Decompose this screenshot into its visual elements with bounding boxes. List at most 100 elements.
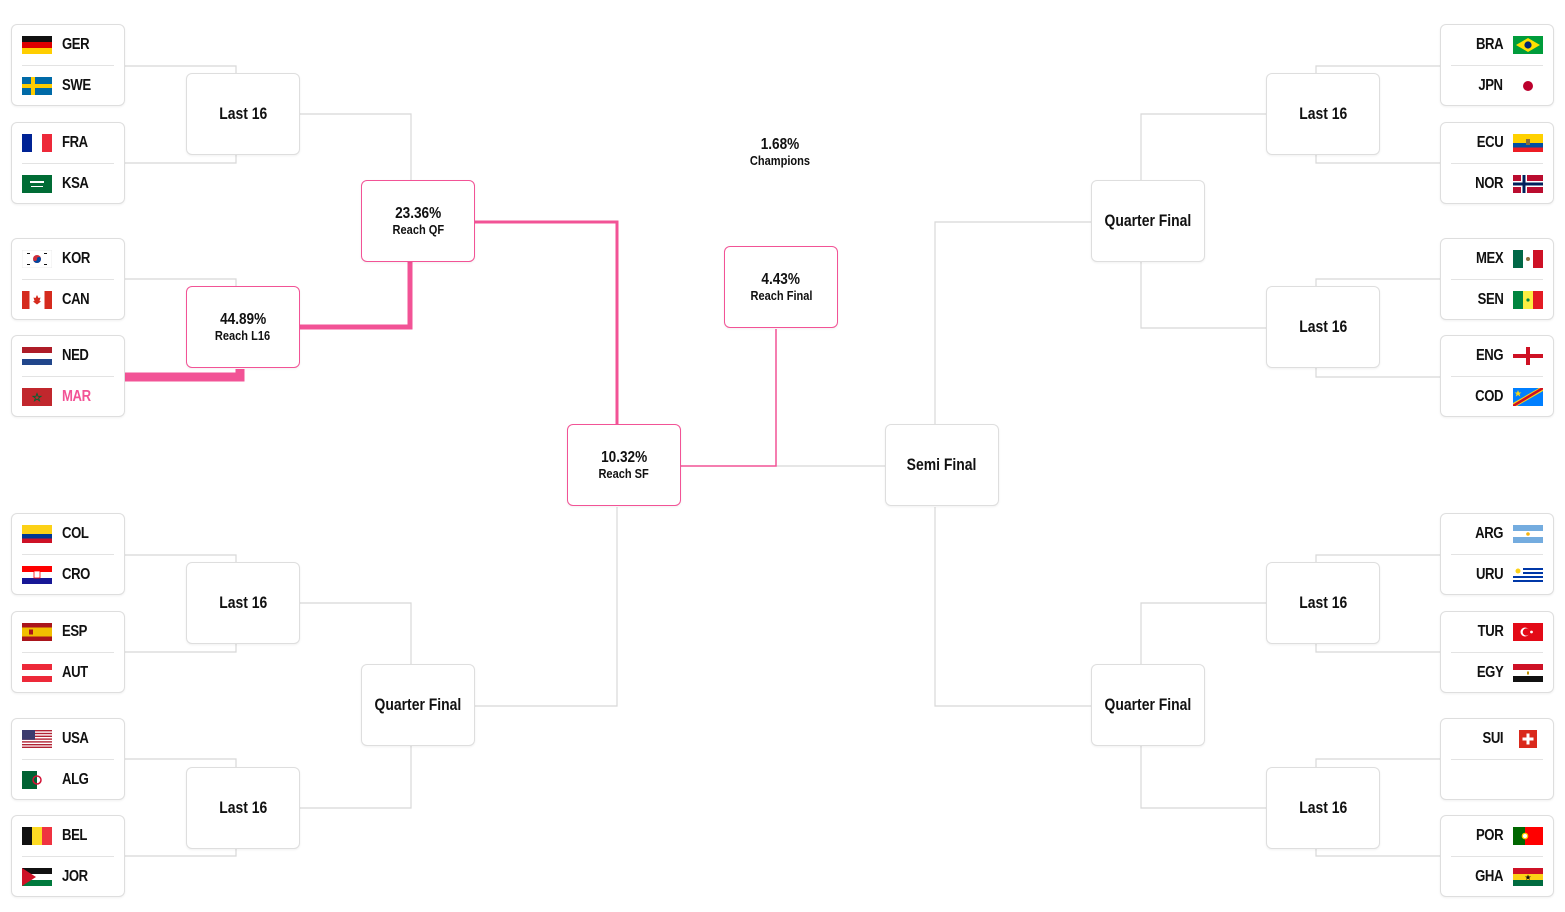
team-code: POR (1475, 827, 1504, 844)
team-row[interactable]: ARG (1441, 514, 1553, 554)
quarter-final-box-l2[interactable]: Quarter Final (361, 664, 475, 746)
match-card-r4[interactable]: ENG COD (1440, 335, 1554, 417)
round-label: Last 16 (218, 593, 268, 612)
match-card-r1[interactable]: BRA JPN (1440, 24, 1554, 106)
team-row[interactable]: JPN (1441, 66, 1553, 106)
semi-final-box[interactable]: Semi Final (885, 424, 999, 506)
team-row[interactable]: ENG (1441, 336, 1553, 376)
reach-l16-box[interactable]: 44.89%Reach L16 (186, 286, 300, 368)
round-label: Last 16 (1298, 593, 1348, 612)
reach-qf-box[interactable]: 23.36%Reach QF (361, 180, 475, 262)
team-row[interactable]: CAN (12, 280, 124, 320)
last16-box-l4[interactable]: Last 16 (186, 767, 300, 849)
team-row[interactable]: ALG (12, 760, 124, 800)
divider (1451, 652, 1543, 653)
team-row[interactable]: BRA (1441, 25, 1553, 65)
quarter-final-box-r2[interactable]: Quarter Final (1091, 664, 1205, 746)
team-row[interactable]: SUI (1441, 719, 1553, 759)
team-row[interactable]: ECU (1441, 123, 1553, 163)
match-card-r7[interactable]: SUI (1440, 718, 1554, 800)
last16-box-l1[interactable]: Last 16 (186, 73, 300, 155)
team-row[interactable]: CRO (12, 555, 124, 595)
team-row[interactable]: NOR (1441, 164, 1553, 204)
team-code: CRO (62, 566, 90, 583)
match-card-l6[interactable]: ESP AUT (11, 611, 125, 693)
team-row[interactable]: KSA (12, 164, 124, 204)
round-label: Quarter Final (1104, 211, 1192, 230)
uruguay-flag-icon (1513, 566, 1543, 584)
germany-flag-icon (22, 36, 52, 54)
team-row[interactable]: FRA (12, 123, 124, 163)
team-code: URU (1475, 566, 1504, 583)
netherlands-flag-icon (22, 347, 52, 365)
team-row[interactable]: JOR (12, 857, 124, 897)
austria-flag-icon (22, 664, 52, 682)
round-label: Last 16 (1298, 317, 1348, 336)
probability-label: Reach QF (392, 222, 444, 237)
match-card-l2[interactable]: FRA KSA (11, 122, 125, 204)
last16-box-r2[interactable]: Last 16 (1266, 286, 1380, 368)
team-row[interactable]: KOR (12, 239, 124, 279)
saudi-arabia-flag-icon (22, 175, 52, 193)
divider (22, 65, 114, 66)
match-card-l7[interactable]: USA ALG (11, 718, 125, 800)
spain-flag-icon (22, 623, 52, 641)
turkey-flag-icon (1513, 623, 1543, 641)
probability-label: Reach L16 (215, 328, 271, 343)
team-row[interactable]: BEL (12, 816, 124, 856)
last16-box-l3[interactable]: Last 16 (186, 562, 300, 644)
team-code: GER (62, 36, 90, 53)
dr-congo-flag-icon (1513, 388, 1543, 406)
match-card-r5[interactable]: ARG URU (1440, 513, 1554, 595)
divider (1451, 759, 1543, 760)
team-row[interactable]: AUT (12, 653, 124, 693)
probability-label: Champions (749, 153, 811, 168)
team-row[interactable]: COL (12, 514, 124, 554)
divider (22, 856, 114, 857)
portugal-flag-icon (1513, 827, 1543, 845)
morocco-flag-icon (22, 388, 52, 406)
france-flag-icon (22, 134, 52, 152)
team-row[interactable]: USA (12, 719, 124, 759)
match-card-l5[interactable]: COL CRO (11, 513, 125, 595)
match-card-l8[interactable]: BEL JOR (11, 815, 125, 897)
last16-box-r3[interactable]: Last 16 (1266, 562, 1380, 644)
team-row[interactable]: URU (1441, 555, 1553, 595)
team-row[interactable]: MEX (1441, 239, 1553, 279)
reach-final-box[interactable]: 4.43%Reach Final (724, 246, 838, 328)
match-card-r8[interactable]: POR GHA (1440, 815, 1554, 897)
team-row[interactable]: EGY (1441, 653, 1553, 693)
round-label: Last 16 (1298, 104, 1348, 123)
norway-flag-icon (1513, 175, 1543, 193)
match-card-l1[interactable]: GER SWE (11, 24, 125, 106)
team-row[interactable]: SEN (1441, 280, 1553, 320)
quarter-final-box-r1[interactable]: Quarter Final (1091, 180, 1205, 262)
team-code: AUT (62, 664, 88, 681)
team-row[interactable]: GHA (1441, 857, 1553, 897)
team-row[interactable]: POR (1441, 816, 1553, 856)
divider (1451, 376, 1543, 377)
team-code: JPN (1478, 77, 1504, 94)
match-card-l3[interactable]: KOR CAN (11, 238, 125, 320)
last16-box-r4[interactable]: Last 16 (1266, 767, 1380, 849)
probability-value: 44.89% (219, 311, 267, 328)
team-row[interactable]: COD (1441, 377, 1553, 417)
divider (1451, 279, 1543, 280)
match-card-r2[interactable]: ECU NOR (1440, 122, 1554, 204)
last16-box-r1[interactable]: Last 16 (1266, 73, 1380, 155)
team-row[interactable]: SWE (12, 66, 124, 106)
team-code: SWE (62, 77, 91, 94)
team-row[interactable]: TUR (1441, 612, 1553, 652)
match-card-r3[interactable]: MEX SEN (1440, 238, 1554, 320)
reach-sf-box[interactable]: 10.32%Reach SF (567, 424, 681, 506)
team-row[interactable]: ESP (12, 612, 124, 652)
team-row[interactable]: NED (12, 336, 124, 376)
team-row[interactable]: GER (12, 25, 124, 65)
probability-value: 1.68% (760, 136, 800, 153)
team-row[interactable]: MAR (12, 377, 124, 417)
match-card-l4[interactable]: NED MAR (11, 335, 125, 417)
probability-label: Reach SF (598, 466, 650, 481)
match-card-r6[interactable]: TUR EGY (1440, 611, 1554, 693)
belgium-flag-icon (22, 827, 52, 845)
